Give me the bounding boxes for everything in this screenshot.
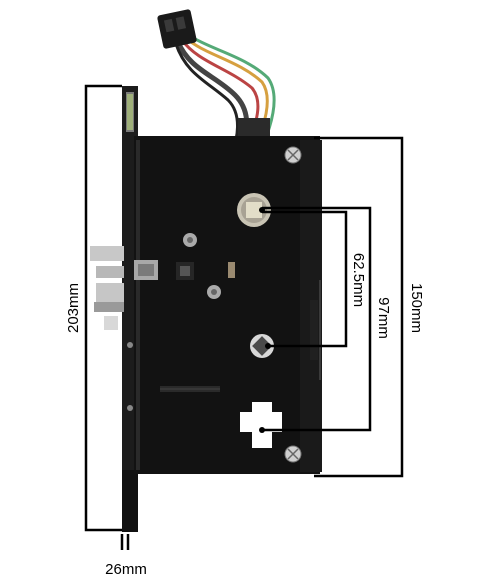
body-screw-top-icon bbox=[284, 146, 302, 164]
dimension-lines bbox=[84, 84, 404, 550]
latch-bolts bbox=[90, 246, 124, 330]
dimension-label-spindle-to-follower: 62.5mm bbox=[350, 253, 367, 307]
wire-connector bbox=[157, 9, 197, 49]
dimension-label-faceplate-width: 26mm bbox=[105, 561, 147, 578]
cylinder-hole bbox=[237, 193, 271, 227]
mortise-cutout bbox=[240, 402, 282, 448]
internal-parts bbox=[134, 233, 318, 392]
body-screw-bottom-icon bbox=[284, 445, 302, 463]
dimension-label-overall-height: 203mm bbox=[65, 283, 82, 333]
wire-harness bbox=[157, 9, 276, 142]
dimension-label-cylinder-to-spindle: 97mm bbox=[375, 297, 392, 339]
lock-body bbox=[134, 136, 322, 474]
faceplate-screw-icon bbox=[127, 405, 133, 411]
dimension-label-body-height: 150mm bbox=[408, 283, 425, 333]
spindle-follower bbox=[250, 334, 274, 358]
faceplate-screw-icon bbox=[127, 342, 133, 348]
